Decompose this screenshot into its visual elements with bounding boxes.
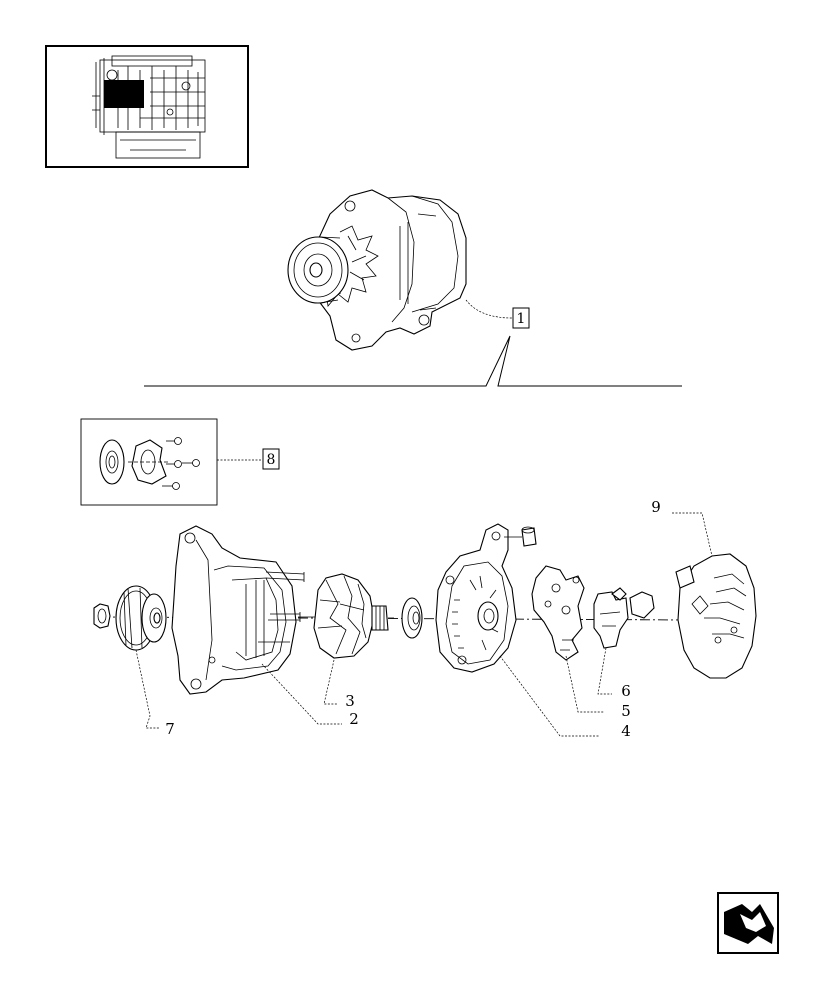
callout-9[interactable]: 9 <box>651 498 713 557</box>
callout-label-6: 6 <box>621 682 631 700</box>
bearing-kit-box <box>80 418 218 506</box>
front-housing <box>171 525 305 695</box>
pulley <box>115 585 167 651</box>
voltage-regulator <box>593 587 655 649</box>
callout-label-5: 5 <box>621 702 631 720</box>
callout-5[interactable]: 5 <box>565 655 631 720</box>
callout-1[interactable]: 1 <box>465 299 530 329</box>
callout-label-7: 7 <box>165 720 175 738</box>
pulley-nut <box>93 603 111 629</box>
callout-7[interactable]: 7 <box>135 649 175 738</box>
callout-2[interactable]: 2 <box>261 663 359 728</box>
rear-cover <box>675 553 757 679</box>
alternator-assembly <box>287 189 467 351</box>
callout-6[interactable]: 6 <box>597 647 631 700</box>
rear-bearing <box>401 597 423 639</box>
rotor <box>298 573 394 659</box>
assembly-bracket <box>144 335 682 387</box>
rectifier-bridge <box>531 565 585 661</box>
callout-label-1: 1 <box>517 311 526 327</box>
callout-label-9: 9 <box>651 498 661 516</box>
next-page-arrow-icon[interactable] <box>717 892 779 954</box>
rear-end-frame <box>435 523 537 673</box>
callout-label-8: 8 <box>267 452 276 468</box>
callout-label-4: 4 <box>621 722 631 740</box>
callout-label-2: 2 <box>349 710 359 728</box>
engine-thumbnail-icon <box>45 45 249 168</box>
callout-label-3: 3 <box>345 692 355 710</box>
callout-4[interactable]: 4 <box>499 655 631 740</box>
callout-8[interactable]: 8 <box>217 448 280 470</box>
callout-3[interactable]: 3 <box>323 659 355 710</box>
